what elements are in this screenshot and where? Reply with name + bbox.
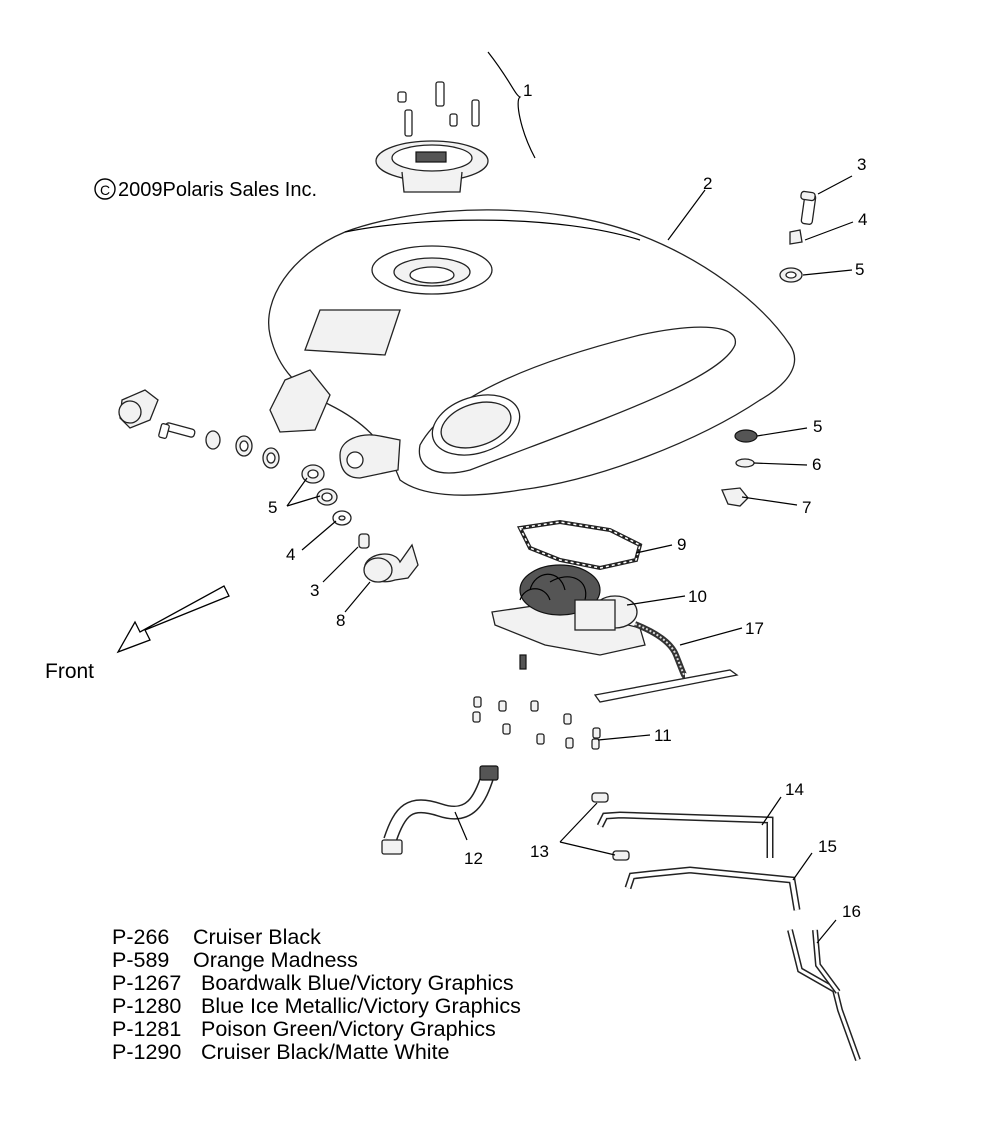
callout-5-right-upper: 5 <box>855 260 864 279</box>
fuel-cap-assembly <box>375 51 536 193</box>
callout-3-right: 3 <box>857 155 866 174</box>
callout-10: 10 <box>688 587 707 606</box>
paint-code: P-1281 <box>112 1017 181 1041</box>
cap-screws <box>397 81 480 137</box>
rear-mount-hardware-right-lower <box>721 429 758 507</box>
callout-15: 15 <box>818 837 837 856</box>
front-mount-hardware <box>118 389 280 469</box>
callout-9: 9 <box>677 535 686 554</box>
callout-14: 14 <box>785 780 804 799</box>
paint-code: P-266 <box>112 925 169 949</box>
callout-1: 1 <box>523 81 532 100</box>
hose-fittings <box>591 792 630 861</box>
pump-screws <box>472 696 601 750</box>
paint-code-row: P-1290 Cruiser Black/Matte White <box>112 1040 450 1064</box>
callout-3-left: 3 <box>310 581 319 600</box>
paint-name: Poison Green/Victory Graphics <box>201 1017 496 1041</box>
paint-code-row: P-266 Cruiser Black <box>112 925 321 949</box>
rear-mount-hardware-right-upper <box>779 190 817 283</box>
paint-code: P-1280 <box>112 994 181 1018</box>
copyright-symbol <box>94 178 116 200</box>
paint-code: P-1267 <box>112 971 181 995</box>
callout-numbers: 1 2 3 4 5 5 6 7 5 4 3 8 9 10 17 11 14 15… <box>268 81 867 921</box>
bolt-3-left <box>358 533 370 549</box>
fuel-tank <box>268 189 796 496</box>
vent-hose <box>381 765 499 855</box>
grommet-5-right-lower <box>734 429 758 443</box>
fuel-pump-assembly <box>491 564 646 670</box>
front-mount-bracket <box>269 369 331 433</box>
paint-name: Cruiser Black <box>193 925 321 949</box>
fuel-pump-harness <box>593 621 739 703</box>
paint-code-list: P-266 Cruiser Black P-589 Orange Madness… <box>112 925 521 1064</box>
washer-4-right <box>789 229 803 245</box>
paint-code-row: P-1281 Poison Green/Victory Graphics <box>112 1017 496 1041</box>
callout-5-left: 5 <box>268 498 277 517</box>
rear-mount-hardware-left <box>301 464 419 583</box>
fitting-13-lower <box>612 850 630 861</box>
paint-code: P-1290 <box>112 1040 181 1064</box>
fitting-13-upper <box>591 792 609 803</box>
callout-11: 11 <box>654 726 672 745</box>
paint-name: Orange Madness <box>193 948 358 972</box>
callout-7: 7 <box>802 498 811 517</box>
paint-code-row: P-1267 Boardwalk Blue/Victory Graphics <box>112 971 514 995</box>
fuel-line-15 <box>624 866 801 911</box>
mount-spacer <box>205 430 221 450</box>
clip-7 <box>721 487 749 507</box>
callout-8: 8 <box>336 611 345 630</box>
callout-4-right: 4 <box>858 210 867 229</box>
harness-connector-strip <box>593 669 739 703</box>
callout-13: 13 <box>530 842 549 861</box>
paint-name: Blue Ice Metallic/Victory Graphics <box>201 994 521 1018</box>
callout-4-left: 4 <box>286 545 295 564</box>
copyright-symbol-letter: C <box>100 182 110 198</box>
washer-6 <box>735 458 755 468</box>
fuel-line-16 <box>787 929 861 1062</box>
mount-bolt <box>164 422 196 438</box>
callout-12: 12 <box>464 849 483 868</box>
callout-6: 6 <box>812 455 821 474</box>
front-direction-arrow: Front <box>45 585 230 683</box>
paint-code: P-589 <box>112 948 169 972</box>
copyright-text: 2009Polaris Sales Inc. <box>118 179 317 201</box>
paint-code-row: P-589 Orange Madness <box>112 948 358 972</box>
callout-17: 17 <box>745 619 764 638</box>
fuel-pump-gasket <box>516 519 643 571</box>
callout-16: 16 <box>842 902 861 921</box>
callout-5-right-lower: 5 <box>813 417 822 436</box>
callout-leader-lines <box>286 175 854 944</box>
paint-name: Boardwalk Blue/Victory Graphics <box>201 971 514 995</box>
front-label: Front <box>45 660 94 683</box>
paint-code-row: P-1280 Blue Ice Metallic/Victory Graphic… <box>112 994 521 1018</box>
callout-2: 2 <box>703 174 712 193</box>
paint-name: Cruiser Black/Matte White <box>201 1040 450 1064</box>
copyright-notice: C 2009Polaris Sales Inc. <box>94 178 317 201</box>
fuel-line-14 <box>596 811 774 858</box>
